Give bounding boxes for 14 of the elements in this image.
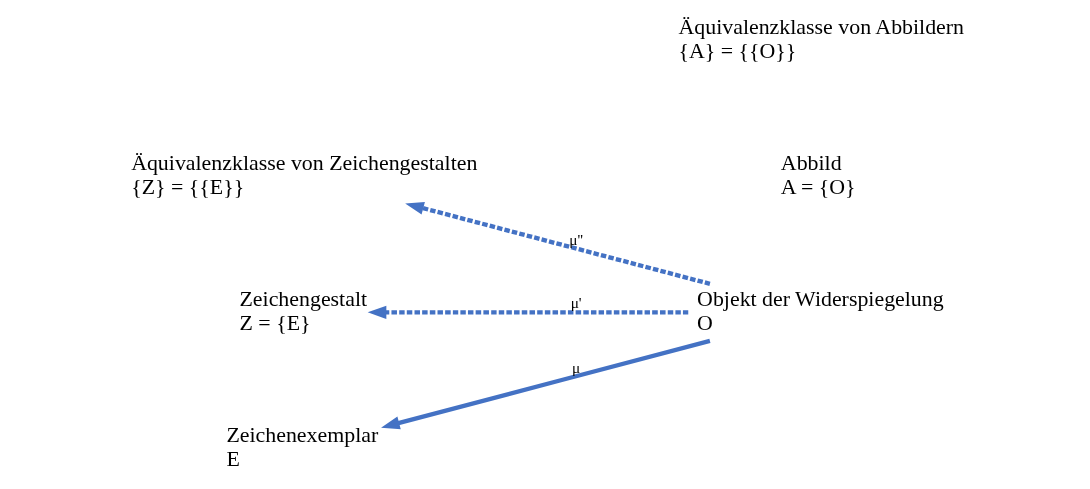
- label: A = {O}: [780, 174, 856, 200]
- label: Abbild: [780, 150, 842, 176]
- arrow: [380, 338, 710, 430]
- label: {A} = {{O}}: [678, 38, 796, 64]
- node-text: Objekt der Widerspiegelung O: [696, 285, 944, 335]
- node-text: Zeichengestalt Z = {E}: [239, 285, 367, 335]
- arrow: [404, 201, 710, 286]
- label: Äquivalenzklasse von Abbildern: [678, 14, 964, 40]
- node-text: Äquivalenzklasse von Zeichengestalten {Z} = {{E}}: [130, 150, 477, 200]
- edge-label: μ': [570, 294, 582, 312]
- node-text: Zeichenexemplar E: [225, 421, 378, 471]
- edge-label: μ: [571, 358, 580, 376]
- edge-label: μ'': [568, 230, 583, 248]
- arrow: [367, 305, 688, 319]
